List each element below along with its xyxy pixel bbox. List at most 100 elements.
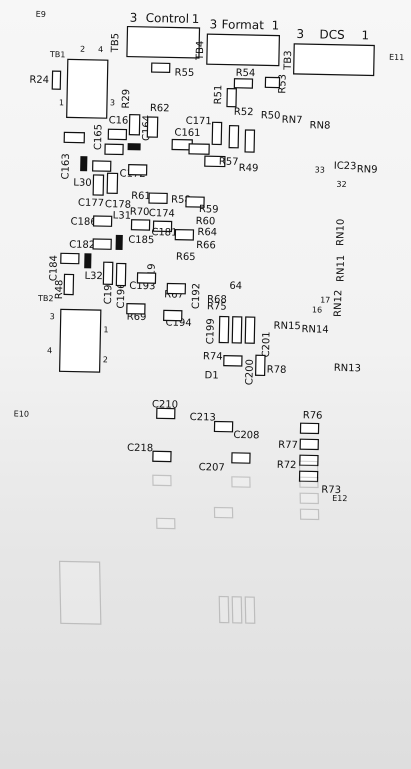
designator-r78: R78 <box>267 364 287 375</box>
part-c218 <box>152 450 172 463</box>
part-c213 <box>213 420 234 433</box>
part-r67 <box>166 282 187 295</box>
designator-r65: R65 <box>176 252 196 263</box>
designator-c208: C208 <box>233 430 259 442</box>
designator-c181: C181 <box>151 227 177 239</box>
connector-tb3-body <box>293 43 375 77</box>
board-reflection <box>58 460 320 625</box>
tb1-pin3: 3 <box>110 98 115 107</box>
connector-tb4-title: Format <box>221 17 264 32</box>
part-r48 <box>63 273 75 296</box>
designator-c184: C184 <box>48 255 60 281</box>
tb1-ref: TB1 <box>49 50 66 59</box>
terminal-tb2: TB2 3 4 1 2 <box>37 294 109 373</box>
designator-r58: R58 <box>171 195 191 206</box>
part-c182 <box>92 238 112 250</box>
designator-rn15: RN15 <box>273 321 300 333</box>
designator-r62: R62 <box>150 103 170 114</box>
part-l30 <box>92 160 112 172</box>
tb2-pin4: 4 <box>47 346 52 355</box>
designator-r67: R67 <box>164 289 184 300</box>
designator-r64: R64 <box>197 227 217 238</box>
designator-c207: C207 <box>199 462 225 474</box>
designator-c162: C162 <box>109 115 135 127</box>
part-r74 <box>223 355 243 367</box>
part-r76 <box>299 422 320 435</box>
designator-rn12: RN12 <box>333 290 345 317</box>
tb2-pin1: 1 <box>103 325 108 334</box>
part-r61 <box>148 192 168 205</box>
designator-d1: D1 <box>204 370 218 381</box>
part-r72 <box>299 454 319 467</box>
board-layer: 3 Control 1 TB5 3 Format 1 TB4 3 DCS 1 T… <box>14 10 405 503</box>
part-r70 <box>130 219 151 231</box>
designator-r66: R66 <box>196 240 216 251</box>
connector-tb4-body <box>206 33 281 67</box>
part-c177 <box>92 174 105 196</box>
tb2-pin3: 3 <box>50 312 55 321</box>
part-c184 <box>60 252 80 265</box>
tb1-pin4: 4 <box>98 45 103 54</box>
designator-l31: L31 <box>113 210 132 221</box>
edge-label-e10: E10 <box>14 409 29 418</box>
designator-r49: R49 <box>239 163 259 174</box>
designator-r52: R52 <box>234 107 254 118</box>
pin-16: 16 <box>312 305 322 314</box>
part-r58 <box>185 196 205 208</box>
part-r50 <box>244 129 256 153</box>
connector-tb5: 3 Control 1 TB5 <box>110 11 201 59</box>
part-c163 <box>63 131 85 144</box>
part-c193 <box>136 272 157 284</box>
designator-r75: R75 <box>207 301 227 312</box>
designator-c182: C182 <box>69 239 95 251</box>
part-c174 <box>152 220 173 233</box>
connector-tb3-ref: TB3 <box>283 50 294 71</box>
designator-c174: C174 <box>149 208 175 220</box>
tb2-ref: TB2 <box>37 294 54 303</box>
designator-r54: R54 <box>236 68 256 79</box>
designator-c196: C196 <box>116 282 128 308</box>
part-c199 <box>218 315 230 344</box>
pin-33: 33 <box>315 165 325 174</box>
connector-tb4-pin-left: 3 <box>209 17 217 31</box>
designator-r53: R53 <box>277 74 288 94</box>
edge-label-e9: E9 <box>36 10 46 19</box>
designator-c194: C194 <box>166 317 192 329</box>
part-c210 <box>156 407 176 420</box>
designator-c177: C177 <box>78 198 104 210</box>
part-c199-c <box>244 316 256 344</box>
part-c194 <box>163 309 183 322</box>
designator-r70: R70 <box>130 207 150 218</box>
terminal-tb1: TB1 2 4 1 3 <box>49 45 115 119</box>
connector-tb5-pin-right: 1 <box>192 12 200 26</box>
part-r51 <box>226 87 237 108</box>
part-l30-marker <box>80 156 88 172</box>
edge-label-e12: E12 <box>332 494 347 503</box>
part-r53 <box>264 76 281 89</box>
designator-r57: R57 <box>219 156 239 167</box>
part-r56 <box>188 143 210 155</box>
designator-c192: C192 <box>191 283 203 309</box>
part-r69 <box>126 303 146 315</box>
part-c207 <box>231 452 251 464</box>
pin-32: 32 <box>336 180 346 189</box>
designator-c165: C165 <box>93 124 105 150</box>
connector-tb3-title: DCS <box>319 27 345 42</box>
designator-rn7: RN7 <box>282 115 303 126</box>
designator-r59: R59 <box>199 204 219 215</box>
connector-tb5-ref: TB5 <box>110 33 121 54</box>
connector-tb5-title: Control <box>146 11 190 26</box>
designator-c195: C195 <box>103 278 115 304</box>
designator-r74: R74 <box>203 351 223 362</box>
designator-r72: R72 <box>277 460 297 471</box>
part-c196 <box>115 262 127 287</box>
tb1-body <box>66 58 109 119</box>
part-c186 <box>92 215 113 227</box>
designator-r73: R73 <box>321 485 341 496</box>
designator-c193: C193 <box>129 281 155 293</box>
designator-r24: R24 <box>29 75 49 86</box>
designator-c199: C199 <box>205 318 217 344</box>
designator-r61: R61 <box>131 191 151 202</box>
connector-tb3-pin-left: 3 <box>296 27 304 41</box>
